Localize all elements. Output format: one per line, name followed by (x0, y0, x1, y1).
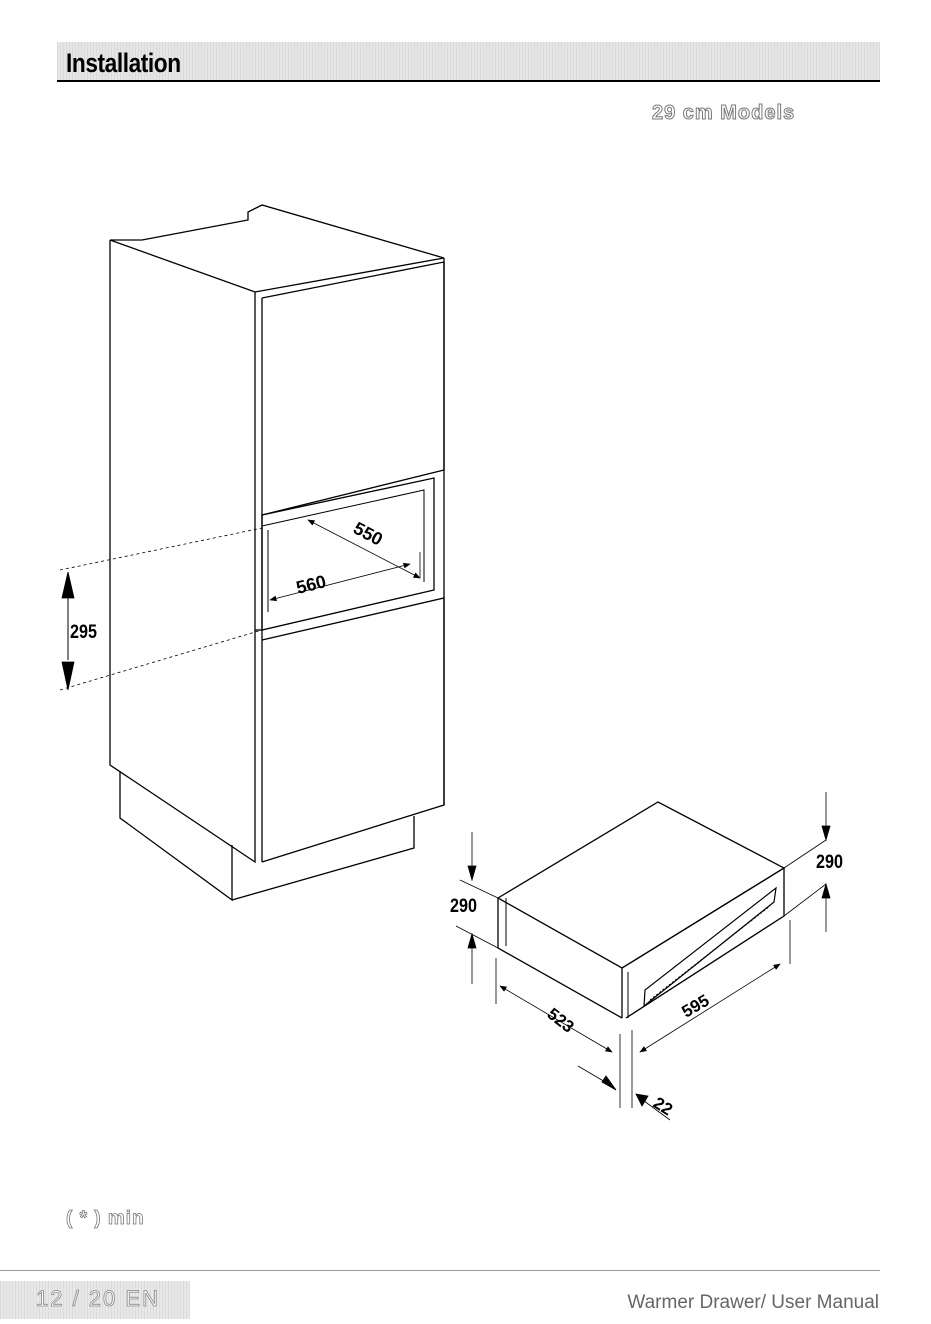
cabinet-dimensions (60, 520, 420, 690)
drawer-illustration (498, 802, 784, 1018)
footer-rule (0, 1270, 880, 1271)
footer-page-number: 12 / 20 EN (36, 1286, 160, 1312)
drawer-width-label: 595 (679, 991, 713, 1022)
drawer-height-left-label: 290 (450, 895, 477, 917)
cabinet-top-face (110, 240, 444, 292)
drawer-front-thickness-label: 22 (650, 1093, 676, 1119)
cabinet-width-label: 560 (294, 571, 328, 598)
cabinet-lower-door (262, 598, 444, 862)
cabinet-illustration (110, 205, 444, 900)
footer-manual-title: Warmer Drawer/ User Manual (627, 1292, 879, 1314)
footnote: ( * ) min (66, 1208, 145, 1230)
drawer-depth-label: 523 (544, 1004, 578, 1036)
drawer-handle (644, 888, 776, 1006)
cabinet-height-label: 295 (70, 621, 97, 643)
drawer-height-right-label: 290 (816, 851, 843, 873)
cabinet-plinth-front (232, 816, 414, 900)
cabinet-niche (262, 478, 434, 630)
cabinet-top-notch (142, 205, 444, 258)
cabinet-left-side (110, 240, 255, 862)
cabinet-upper-door (262, 262, 444, 515)
